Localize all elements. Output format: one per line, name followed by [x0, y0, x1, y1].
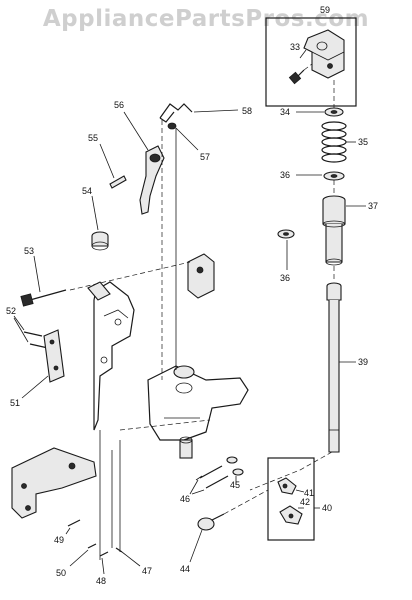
label-51: 51: [10, 398, 20, 408]
label-53: 53: [24, 246, 34, 256]
axis-line-screw: [69, 261, 191, 291]
part-main-plate: [87, 281, 135, 431]
label-59: 59: [320, 5, 330, 15]
leader-44: [189, 529, 203, 563]
leader-49: [65, 527, 71, 535]
part-clip-48: [99, 551, 109, 557]
part-washer-36-lower: [277, 229, 295, 239]
label-46: 46: [180, 494, 190, 504]
part-spring-35: [321, 121, 347, 163]
part-clip-42: [279, 505, 303, 525]
leader-52b: [13, 317, 29, 343]
axis-line-knob: [223, 489, 269, 515]
leader-55: [99, 143, 115, 179]
part-pin-49: [67, 519, 81, 527]
part-screw-33: [288, 63, 313, 85]
part-spacer-54: [91, 231, 109, 251]
leader-46a: [189, 479, 199, 495]
leader-57: [175, 127, 199, 151]
part-collar-37: [322, 195, 346, 266]
part-pin-55: [109, 175, 127, 189]
part-clip-58: [159, 103, 193, 123]
leader-33: [299, 49, 307, 59]
label-58: 58: [242, 106, 252, 116]
leader-56: [123, 111, 149, 151]
part-clip-50: [87, 543, 97, 549]
callout-box-40: [267, 457, 315, 541]
label-34: 34: [280, 107, 290, 117]
leader-58: [193, 109, 239, 113]
part-clip-41: [277, 477, 297, 495]
label-40: 40: [322, 503, 332, 513]
part-pin-57: [167, 122, 177, 130]
leader-53: [33, 255, 41, 293]
leader-52a: [13, 315, 25, 331]
label-54: 54: [82, 186, 92, 196]
leader-54: [91, 195, 99, 231]
leader-51: [21, 375, 49, 399]
label-41: 41: [304, 488, 314, 498]
leader-46b: [191, 489, 205, 495]
leader-50: [69, 549, 89, 567]
label-42: 42: [300, 497, 310, 507]
label-44: 44: [180, 564, 190, 574]
part-screws-46: [195, 465, 229, 489]
label-33: 33: [290, 42, 300, 52]
label-55: 55: [88, 133, 98, 143]
label-36-lower: 36: [280, 273, 290, 283]
axis-line-shaft-linkage: [249, 451, 333, 491]
part-knob-44: [197, 513, 225, 531]
part-bracket-small: [187, 253, 215, 299]
part-bracket-lower-left: [11, 447, 97, 519]
part-frame: [147, 365, 249, 459]
part-washer-45: [226, 456, 244, 476]
label-49: 49: [54, 535, 64, 545]
part-plate-51: [43, 329, 65, 383]
callout-box-59: [265, 17, 357, 107]
label-47: 47: [142, 566, 152, 576]
part-bracket-59: [303, 29, 345, 79]
part-screw-53: [20, 289, 67, 307]
label-52: 52: [6, 306, 16, 316]
part-washer-34: [324, 107, 344, 117]
leader-47: [121, 551, 141, 567]
label-36-upper: 36: [280, 170, 290, 180]
part-lever-56: [139, 145, 165, 215]
leader-41: [295, 489, 305, 493]
label-45: 45: [230, 480, 240, 490]
label-57: 57: [200, 152, 210, 162]
leader-48: [101, 557, 105, 575]
label-48: 48: [96, 576, 106, 586]
label-39: 39: [358, 357, 368, 367]
part-clip-47: [115, 547, 123, 553]
axis-line-frame: [119, 419, 211, 431]
part-shaft-39: [326, 282, 342, 453]
label-37: 37: [368, 201, 378, 211]
label-50: 50: [56, 568, 66, 578]
watermark: AppliancePartsPros.com: [42, 6, 370, 32]
label-35: 35: [358, 137, 368, 147]
label-56: 56: [114, 100, 124, 110]
part-washer-36-upper: [323, 171, 345, 181]
